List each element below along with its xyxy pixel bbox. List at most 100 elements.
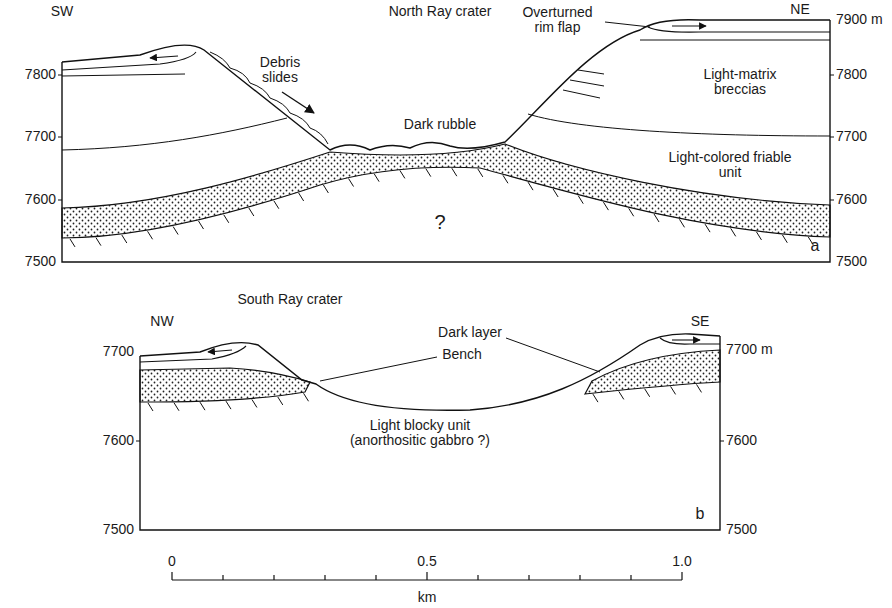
- figure-label: Dark layer: [438, 325, 502, 340]
- hatch-tick: [619, 391, 624, 399]
- hatch-tick: [252, 399, 257, 407]
- figure-label: 0.5: [417, 554, 436, 569]
- hatch-tick: [199, 221, 204, 229]
- figure-label: Overturned rim flap: [515, 5, 600, 36]
- figure-label: 7600: [726, 433, 757, 448]
- figure-label: Bench: [442, 347, 482, 362]
- contact-line: [62, 118, 287, 150]
- hatch-tick: [503, 175, 508, 183]
- hatch-tick: [654, 214, 659, 222]
- hatch-tick: [226, 401, 231, 409]
- hatch-guide: [585, 382, 720, 394]
- overturned-flap: [660, 338, 720, 344]
- figure-label: 7700: [25, 129, 56, 144]
- hatch-guide: [62, 167, 830, 238]
- figure-label: b: [696, 505, 705, 523]
- flap-arrow: [208, 350, 232, 352]
- hatch-tick: [374, 174, 379, 182]
- hatch-tick: [782, 235, 787, 243]
- dark-layer: [140, 368, 310, 402]
- hatch-tick: [705, 224, 710, 232]
- hatch-tick: [528, 182, 533, 190]
- hatch-tick: [756, 232, 761, 240]
- figure-label: Light-matrix breccias: [690, 67, 790, 98]
- hatch-tick: [174, 403, 179, 411]
- figure-label: ?: [434, 211, 445, 233]
- figure-label: 7700: [836, 129, 867, 144]
- ground-surface: [62, 20, 830, 150]
- figure-label: SW: [51, 4, 74, 19]
- leader-line: [605, 22, 650, 27]
- contact-line: [640, 40, 830, 41]
- leader-line: [320, 357, 437, 381]
- overturned-flap: [648, 27, 830, 32]
- hatch-tick: [224, 215, 229, 223]
- hatch-tick: [603, 202, 608, 210]
- hatch-tick: [323, 185, 328, 193]
- hatch-tick: [553, 189, 558, 197]
- contact-line: [62, 74, 185, 76]
- hatch-tick: [452, 168, 457, 176]
- scale-bar: [172, 572, 682, 580]
- figure-label: 7600: [25, 192, 56, 207]
- figure-label: 7600: [103, 433, 134, 448]
- figure-label: 7500: [836, 254, 867, 269]
- hatch-tick: [578, 196, 583, 204]
- hatch-tick: [122, 235, 127, 243]
- dark-layer: [62, 144, 830, 238]
- flap-arrow: [150, 56, 178, 58]
- hatch-tick: [593, 394, 598, 402]
- dark-layer: [585, 350, 720, 394]
- figure-label: SE: [691, 314, 710, 329]
- figure-label: NW: [150, 314, 173, 329]
- hatch-tick: [478, 169, 483, 177]
- hatch-tick: [249, 208, 254, 216]
- hatch-tick: [148, 403, 153, 411]
- hatch-tick: [680, 219, 685, 227]
- leader-line: [506, 338, 600, 372]
- hatch-tick: [70, 239, 75, 247]
- hatch-tick: [400, 170, 405, 178]
- figure-label: Light-colored friable unit: [668, 150, 793, 181]
- figure-label: 7500: [726, 522, 757, 537]
- hatch-tick: [299, 193, 304, 201]
- hatch-tick: [426, 169, 431, 177]
- figure-label: NE: [790, 2, 809, 17]
- figure-label: North Ray crater: [389, 4, 492, 19]
- debris-slide: [210, 52, 328, 144]
- figure-label: 7500: [25, 254, 56, 269]
- figure-label: Debris slides: [251, 55, 309, 86]
- hatch-tick: [696, 384, 701, 392]
- ground-surface: [140, 334, 720, 410]
- frame-a: [62, 20, 830, 262]
- hatch-tick: [629, 208, 634, 216]
- figure-label: 7700: [103, 344, 134, 359]
- figure-label: 7900 m: [836, 12, 883, 27]
- figure-label: South Ray crater: [237, 292, 342, 307]
- flap-arrow: [672, 25, 706, 26]
- figure-label: 1.0: [672, 554, 691, 569]
- frame-b: [140, 336, 720, 530]
- overturned-flap: [140, 346, 246, 362]
- hatch-tick: [671, 386, 676, 394]
- hatch-tick: [731, 228, 736, 236]
- figure-label: 7800: [25, 67, 56, 82]
- figure-label: 7700 m: [726, 342, 773, 357]
- figure-label: km: [418, 590, 437, 605]
- hatch-tick: [173, 227, 178, 235]
- base-hatching: [70, 168, 813, 411]
- figure-label: Light blocky unit (anorthositic gabbro ?…: [330, 418, 510, 449]
- figure-label: 7600: [836, 192, 867, 207]
- hatch-tick: [349, 179, 354, 187]
- figure-label: 7500: [103, 522, 134, 537]
- overturned-flap: [62, 52, 196, 70]
- flap-arrow: [672, 339, 700, 340]
- figure-label: 7800: [836, 67, 867, 82]
- figure-label: 0: [168, 554, 176, 569]
- hatch-tick: [274, 201, 279, 209]
- figure-label: Dark rubble: [404, 117, 476, 132]
- hatch-tick: [645, 389, 650, 397]
- contact-line: [528, 114, 830, 136]
